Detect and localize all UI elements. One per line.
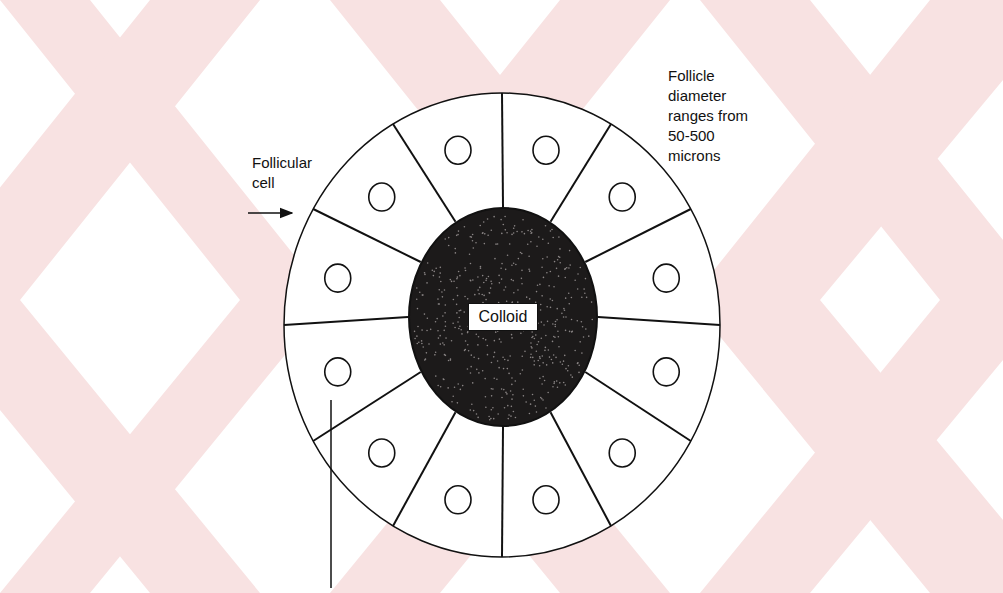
cell-wall <box>502 93 503 207</box>
colloid-fill <box>409 208 597 426</box>
cell-wall <box>313 209 421 262</box>
follicular-cells <box>284 93 720 557</box>
pointer-arrow <box>248 212 292 214</box>
annotation: Follicular cell <box>252 153 336 193</box>
cell-nucleus <box>445 486 471 514</box>
cell-nucleus <box>609 183 635 211</box>
cell-wall <box>551 412 612 526</box>
cell-nucleus <box>325 264 351 292</box>
cell-wall <box>598 317 720 325</box>
cell-nucleus <box>653 358 679 386</box>
cell-wall <box>284 317 408 325</box>
region-label: Colloid <box>468 303 539 331</box>
annotation-text: Follicular cell <box>252 154 312 191</box>
cell-wall <box>502 427 503 557</box>
colloid-region: Colloid <box>408 207 598 427</box>
cell-wall <box>393 124 456 222</box>
cell-nucleus <box>445 136 471 164</box>
follicle-outline <box>284 93 720 557</box>
colloid-speckle <box>414 216 593 421</box>
cell-nucleus <box>653 264 679 292</box>
leader-line <box>330 400 332 588</box>
cell-nucleus <box>533 486 559 514</box>
cell-nucleus <box>533 136 559 164</box>
cell-wall <box>551 124 612 222</box>
cell-nucleus <box>369 439 395 467</box>
cell-wall <box>393 412 456 526</box>
cell-nucleus <box>369 183 395 211</box>
annotation: Follicle diameter ranges from 50-500 mic… <box>668 66 764 166</box>
cell-nucleus <box>609 439 635 467</box>
annotation-text: Follicle diameter ranges from 50-500 mic… <box>668 67 748 164</box>
cell-nucleus <box>325 358 351 386</box>
cell-wall <box>585 209 691 262</box>
